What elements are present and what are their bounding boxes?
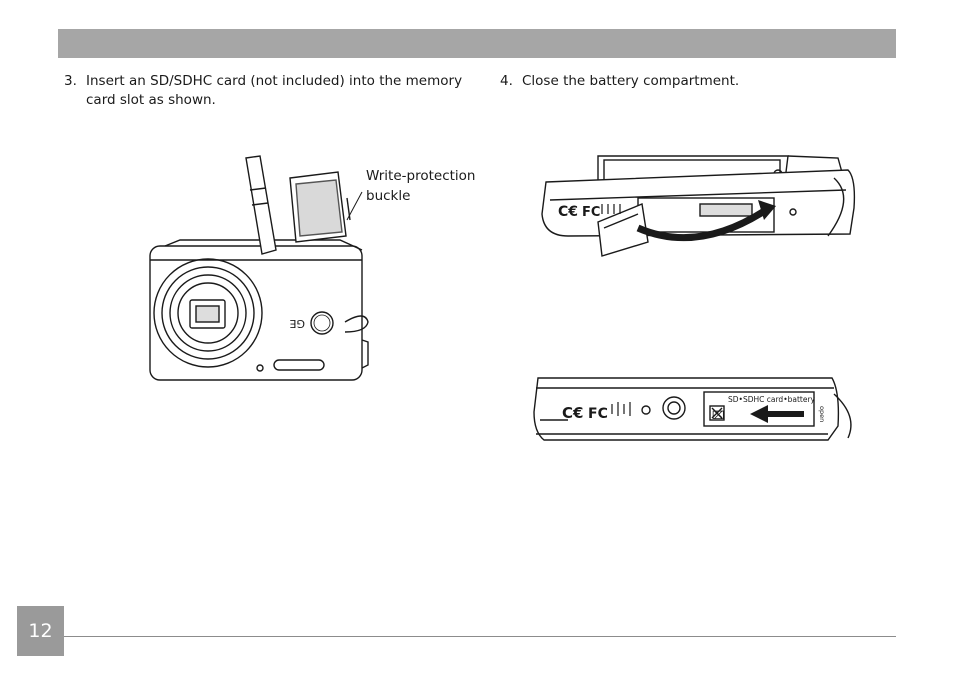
arrow-icon-bottom <box>764 411 804 417</box>
camera-bottom-view-illustration: C€ FC SD•SDHC card•battery open ⌧ <box>533 377 852 441</box>
step-3-text: Insert an SD/SDHC card (not included) in… <box>86 73 463 108</box>
camera-closing-compartment-illustration: C€ FC <box>541 155 856 257</box>
step-4-text: Close the battery compartment. <box>522 73 740 89</box>
arrow-icon <box>636 207 768 242</box>
open-label: open <box>818 406 826 422</box>
ce-mark-icon: C€ <box>558 204 578 220</box>
page-number: 12 <box>17 606 64 656</box>
footer-line <box>64 636 896 637</box>
write-protection-callout: Write-protection buckle <box>366 166 481 206</box>
step-3-number: 3. <box>64 73 77 89</box>
callout-line-2: buckle <box>366 188 411 204</box>
ce-mark-icon-bottom: C€ <box>562 404 583 422</box>
compartment-label: SD•SDHC card•battery <box>728 395 816 404</box>
fcc-mark-icon-bottom: FC <box>588 406 608 422</box>
ge-logo-icon <box>310 311 334 335</box>
fcc-mark-icon: FC <box>582 205 600 220</box>
step-4-number: 4. <box>500 73 513 89</box>
header-bar <box>58 29 896 58</box>
camera-logo-text: GE <box>289 317 305 330</box>
camera-sd-card-illustration: GE <box>149 155 369 381</box>
callout-line-1: Write-protection <box>366 168 476 184</box>
recycle-bin-icon: ⌧ <box>712 409 725 422</box>
